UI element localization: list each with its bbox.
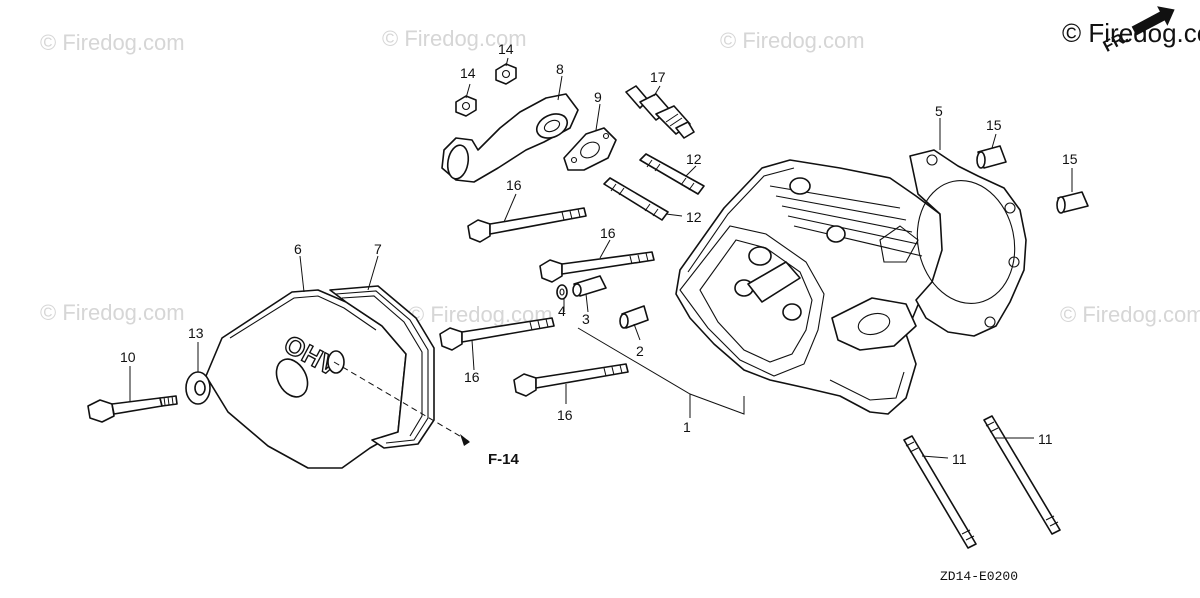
head-bolt: [467, 207, 587, 243]
head-bolt: [513, 363, 629, 397]
cover-gasket: [329, 285, 435, 449]
dowel-pin: [619, 305, 649, 329]
callout-6: 6: [294, 241, 302, 257]
callout-16: 16: [464, 369, 480, 385]
callout-16: 16: [557, 407, 573, 423]
leader-lines: [129, 57, 1073, 459]
callout-9: 9: [594, 89, 602, 105]
diagram-code: ZD14-E0200: [940, 569, 1018, 584]
flange-nut: [495, 63, 517, 85]
callout-10: 10: [120, 349, 136, 365]
dowel-pin: [976, 145, 1007, 169]
watermark: © Firedog.com: [720, 28, 865, 53]
callout-labels: 1 2 3 4 5 6 7 8 9 10 11 11 12 12 13 14 1…: [120, 41, 1078, 467]
callout-14: 14: [498, 41, 514, 57]
callout-17: 17: [650, 69, 666, 85]
stud-bolt-long: [903, 435, 977, 549]
callout-11: 11: [1038, 431, 1053, 447]
callout-4: 4: [558, 303, 566, 319]
flange-nut: [455, 95, 477, 117]
sealing-washer: [185, 371, 211, 405]
reference-label: F-14: [488, 451, 520, 468]
spark-plug: [625, 85, 695, 139]
cylinder-head: [675, 159, 945, 415]
watermark: © Firedog.com: [40, 300, 185, 325]
callout-11: 11: [952, 451, 967, 467]
callout-8: 8: [556, 61, 564, 77]
dowel-pin: [1056, 191, 1089, 214]
callout-3: 3: [582, 311, 590, 327]
callout-7: 7: [374, 241, 382, 257]
callout-12: 12: [686, 209, 702, 225]
callout-16: 16: [506, 177, 522, 193]
intake-pipe: [441, 93, 579, 183]
stud-bolt: [639, 153, 705, 195]
dowel-pin: [572, 275, 607, 297]
watermark: © Firedog.com: [1060, 302, 1200, 327]
callout-14: 14: [460, 65, 476, 81]
callout-2: 2: [636, 343, 644, 359]
watermark-corner: © Firedog.co: [1062, 18, 1200, 48]
cover-bolt: [87, 395, 178, 423]
stud-bolt-long: [983, 415, 1061, 535]
head-gasket: [909, 149, 1027, 337]
callout-13: 13: [188, 325, 204, 341]
callout-15: 15: [986, 117, 1002, 133]
callout-1: 1: [683, 419, 691, 435]
pipe-gasket: [563, 127, 617, 171]
head-cover: OHV: [205, 289, 407, 469]
callout-16: 16: [600, 225, 616, 241]
callout-15: 15: [1062, 151, 1078, 167]
callout-12: 12: [686, 151, 702, 167]
o-ring: [556, 284, 568, 300]
callout-5: 5: [935, 103, 943, 119]
head-bolt: [539, 251, 655, 283]
watermark: © Firedog.com: [40, 30, 185, 55]
stud-bolt: [603, 177, 669, 221]
head-bolt: [439, 317, 555, 351]
watermark: © Firedog.com: [382, 26, 527, 51]
